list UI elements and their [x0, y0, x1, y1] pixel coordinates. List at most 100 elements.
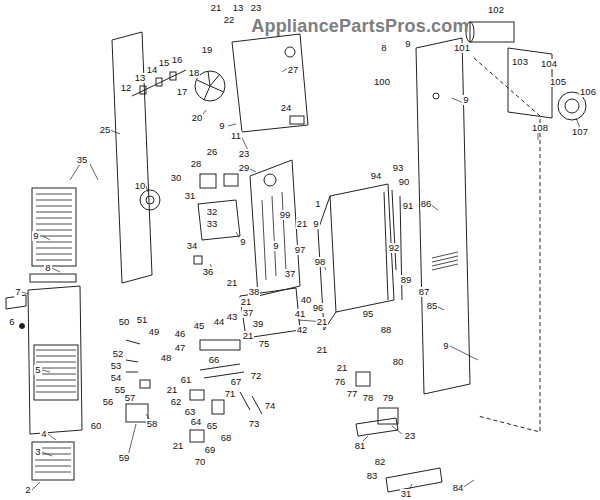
callout-number: 108 — [531, 123, 549, 133]
callout-number: 58 — [146, 419, 159, 429]
callout-number: 56 — [102, 397, 115, 407]
thermocouple — [190, 390, 204, 400]
callout-number: 95 — [362, 309, 375, 319]
vent-ring — [565, 99, 579, 113]
callout-number: 48 — [160, 353, 173, 363]
callout-number: 39 — [252, 319, 265, 329]
callout-number: 9 — [218, 121, 225, 131]
callout-number: 33 — [206, 219, 219, 229]
callout-number: 85 — [426, 301, 439, 311]
callout-number: 72 — [250, 371, 263, 381]
callout-number: 38 — [248, 287, 261, 297]
callout-number: 21 — [316, 345, 329, 355]
callout-number: 84 — [452, 483, 465, 493]
callout-number: 47 — [174, 343, 187, 353]
callout-number: 1 — [314, 199, 321, 209]
callout-number: 94 — [370, 171, 383, 181]
clip — [194, 256, 202, 264]
screw — [20, 324, 25, 329]
panel-hole — [285, 47, 295, 57]
callout-number: 37 — [284, 269, 297, 279]
callout-number: 83 — [366, 471, 379, 481]
callout-number: 24 — [280, 103, 293, 113]
callout-number: 22 — [223, 15, 236, 25]
callout-number: 76 — [334, 377, 347, 387]
switch — [356, 372, 370, 386]
upper-grille — [32, 188, 76, 266]
tubing — [240, 392, 262, 414]
callout-number: 21 — [210, 3, 223, 13]
callout-number: 9 — [272, 241, 279, 251]
callout-number: 96 — [312, 303, 325, 313]
callout-number: 21 — [172, 441, 185, 451]
callout-number: 9 — [312, 219, 319, 229]
callout-number: 60 — [90, 421, 103, 431]
combustion-chamber — [250, 160, 300, 296]
callout-number: 21 — [226, 278, 239, 288]
chamber-port — [264, 174, 276, 186]
callout-number: 93 — [392, 163, 405, 173]
callout-number: 17 — [176, 87, 189, 97]
watermark: AppliancePartsPros.com — [250, 17, 469, 35]
lower-grille — [32, 442, 74, 480]
gasket — [224, 174, 238, 186]
callout-number: 40 — [300, 295, 313, 305]
bracket — [190, 430, 204, 442]
grille-slats — [36, 194, 72, 260]
back-panel — [232, 34, 308, 132]
callout-number: 21 — [316, 317, 329, 327]
callout-number: 66 — [208, 355, 221, 365]
callout-number: 18 — [188, 68, 201, 78]
callout-number: 20 — [191, 113, 204, 123]
base-bracket — [386, 468, 442, 492]
callout-number: 28 — [190, 159, 203, 169]
gasket — [200, 174, 216, 188]
callout-number: 4 — [40, 429, 47, 439]
callout-number: 54 — [110, 373, 123, 383]
callout-number: 21 — [240, 297, 253, 307]
callout-number: 102 — [487, 5, 505, 15]
callout-number: 11 — [230, 131, 242, 141]
callout-number: 101 — [453, 43, 471, 53]
callout-number: 21 — [336, 363, 349, 373]
pilot — [212, 400, 224, 414]
callout-number: 65 — [206, 421, 219, 431]
callout-number: 46 — [174, 329, 187, 339]
burner — [200, 340, 240, 350]
callout-number: 74 — [264, 401, 277, 411]
callout-number: 13 — [232, 3, 245, 13]
panel-hole — [433, 93, 439, 99]
callout-number: 88 — [380, 325, 393, 335]
callout-number: 52 — [112, 349, 125, 359]
callout-number: 37 — [242, 308, 255, 318]
callout-number: 8 — [44, 263, 51, 273]
mount-bracket — [198, 200, 240, 240]
callout-number: 68 — [220, 433, 233, 443]
callout-number: 106 — [579, 87, 597, 97]
callout-number: 75 — [258, 339, 271, 349]
callout-number: 99 — [279, 210, 292, 220]
callout-number: 90 — [398, 177, 411, 187]
callout-number: 30 — [170, 173, 183, 183]
callout-number: 16 — [171, 55, 184, 65]
washer — [156, 78, 162, 86]
callout-number: 57 — [124, 393, 137, 403]
grille-slats — [36, 350, 76, 392]
gas-valve — [126, 404, 148, 422]
callout-number: 107 — [571, 127, 589, 137]
callout-number: 63 — [184, 407, 197, 417]
callout-number: 5 — [34, 365, 41, 375]
callout-number: 6 — [8, 317, 15, 327]
callout-number: 44 — [213, 317, 226, 327]
callout-number: 64 — [190, 417, 203, 427]
callout-number: 9 — [239, 237, 246, 247]
callout-number: 80 — [392, 357, 405, 367]
callout-number: 15 — [158, 58, 171, 68]
callout-number: 34 — [186, 241, 199, 251]
callout-number: 26 — [206, 147, 219, 157]
motor-hub — [146, 196, 154, 204]
callout-number: 9 — [442, 341, 449, 351]
callout-number: 71 — [224, 389, 237, 399]
callout-number: 27 — [287, 65, 300, 75]
callout-number: 21 — [242, 331, 255, 341]
